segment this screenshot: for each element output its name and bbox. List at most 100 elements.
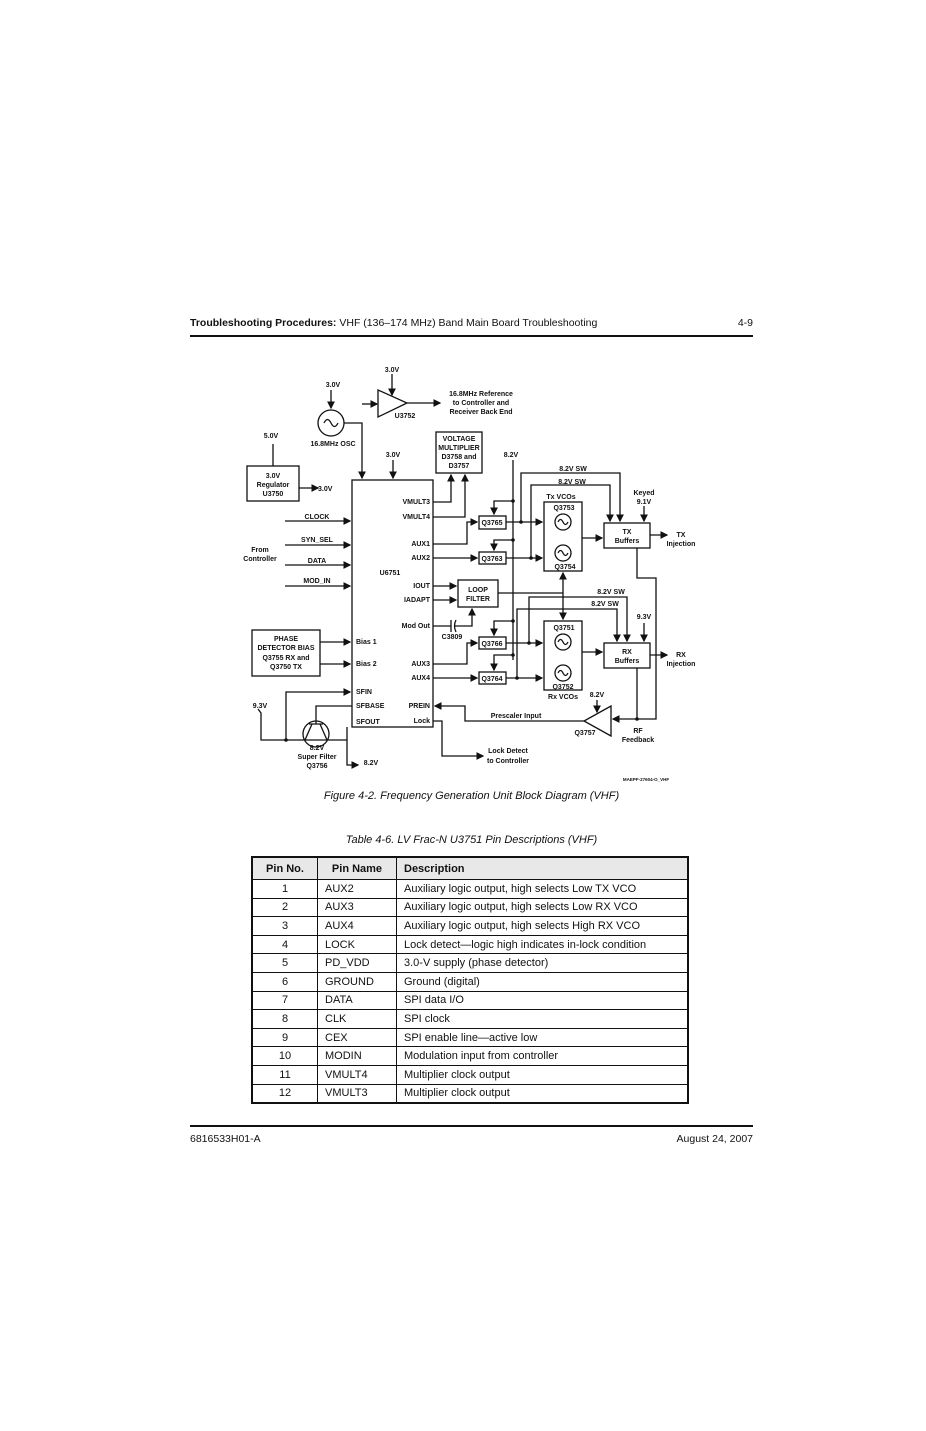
doc-date: August 24, 2007 [676,1133,753,1145]
transistor-q3756-icon [302,720,330,748]
diagram-label: SYN_SEL [301,537,334,544]
diagram-label: AUX1 [411,541,430,548]
diagram-label: 8.2V SW [591,601,619,608]
cell-description: Auxiliary logic output, high selects Low… [396,879,689,899]
figure-caption: Figure 4-2. Frequency Generation Unit Bl… [323,790,620,802]
cell-pin-no: 11 [251,1064,318,1085]
cell-description: Multiplier clock output [396,1083,689,1104]
cell-pin-name: AUX3 [317,897,397,918]
diagram-label: Regulator [257,482,290,489]
diagram-label: From [251,547,269,554]
cell-description: Auxiliary logic output, high selects Hig… [396,916,689,936]
cell-pin-name: PD_VDD [317,953,397,973]
cell-description: SPI clock [396,1009,689,1029]
diagram-label: U3752 [395,413,416,420]
diagram-label: Bias 1 [356,639,377,646]
diagram-label: PREIN [409,703,430,710]
amplifier-u3752-icon [377,388,409,419]
diagram-label: 3.0V [326,382,341,389]
cell-pin-name: CEX [317,1027,397,1048]
diagram-label: 8.2V SW [558,479,586,486]
page-footer: 6816533H01-A August 24, 2007 [190,1133,753,1145]
cell-pin-no: 2 [251,897,318,918]
diagram-label: Q3751 [553,625,574,632]
diagram-label: 8.2V SW [597,589,625,596]
diagram-label: DATA [308,558,326,565]
diagram-label: AUX3 [411,661,430,668]
cell-pin-no: 8 [251,1009,318,1029]
diagram-label: to Controller and [453,400,509,407]
diagram-label: AUX2 [411,555,430,562]
cell-pin-name: VMULT3 [317,1083,397,1104]
diagram-label: FILTER [466,596,490,603]
diagram-label: 16.8MHz Reference [449,391,513,398]
u6751-box [351,479,434,728]
voltage-multiplier-box [435,431,483,474]
cell-pin-name: AUX2 [317,879,397,899]
diagram-label: DETECTOR BIAS [257,645,314,652]
cell-description: Auxiliary logic output, high selects Low… [396,897,689,918]
diagram-label: Q3755 RX and [262,655,309,662]
header-section: Troubleshooting Procedures: [190,317,337,329]
diagram-label: Lock Detect [488,748,528,755]
diagram-label: Controller [243,556,277,563]
diagram-label: RX [622,649,632,656]
cell-pin-no: 9 [251,1027,318,1048]
diagram-label: 3.0V [318,486,333,493]
diagram-label: VMULT4 [403,514,431,521]
diagram-label: U3750 [263,491,284,498]
diagram-label: Buffers [615,538,640,545]
cell-pin-name: LOCK [317,934,397,955]
diagram-label: 3.0V [385,367,400,374]
diagram-label: 8.2V [504,452,519,459]
table-header-row: Pin No. Pin Name Description [251,856,689,880]
cell-pin-no: 5 [251,953,318,973]
diagram-label: Q3765 [481,520,502,527]
diagram-label: VMULT3 [403,499,431,506]
diagram-label: Bias 2 [356,661,377,668]
diagram-label: CLOCK [305,514,330,521]
diagram-label: Q3763 [481,556,502,563]
diagram-label: Q3752 [552,684,573,691]
diagram-label: Super Filter [298,754,337,761]
diagram-label: Prescaler Input [491,713,542,720]
diagram-label: 16.8MHz OSC [310,441,355,448]
diagram-label: Injection [667,541,696,548]
diagram-label: C3809 [442,634,463,641]
diagram-label: 9.1V [637,499,652,506]
diagram-label: Buffers [615,658,640,665]
diagram-label: 3.0V [266,473,281,480]
header-title: VHF (136–174 MHz) Band Main Board Troubl… [336,317,598,329]
cell-description: Lock detect—logic high indicates in-lock… [396,934,689,955]
diagram-label: 3.0V [386,452,401,459]
diagram-label: Tx VCOs [546,494,575,501]
diagram-label: U6751 [380,570,401,577]
diagram-label: Lock [414,718,430,725]
cell-description: Multiplier clock output [396,1064,689,1085]
cell-description: SPI data I/O [396,990,689,1011]
diagram-label: MAEPF-27604-O_VHF [623,777,670,782]
cell-description: SPI enable line—active low [396,1027,689,1048]
cell-pin-name: DATA [317,990,397,1011]
cell-pin-name: AUX4 [317,916,397,936]
diagram-label: 9.3V [253,703,268,710]
diagram-label: MULTIPLIER [438,445,479,452]
diagram-label: LOOP [468,587,488,594]
page-number: 4-9 [737,317,753,329]
diagram-label: to Controller [487,758,529,765]
cell-description: Ground (digital) [396,971,689,992]
footer-rule [190,1125,753,1127]
amplifier-q3757-icon [582,704,612,738]
diagram-label: Q3757 [574,730,595,737]
cell-pin-name: CLK [317,1009,397,1029]
cell-pin-no: 4 [251,934,318,955]
diagram-label: Feedback [622,737,654,744]
